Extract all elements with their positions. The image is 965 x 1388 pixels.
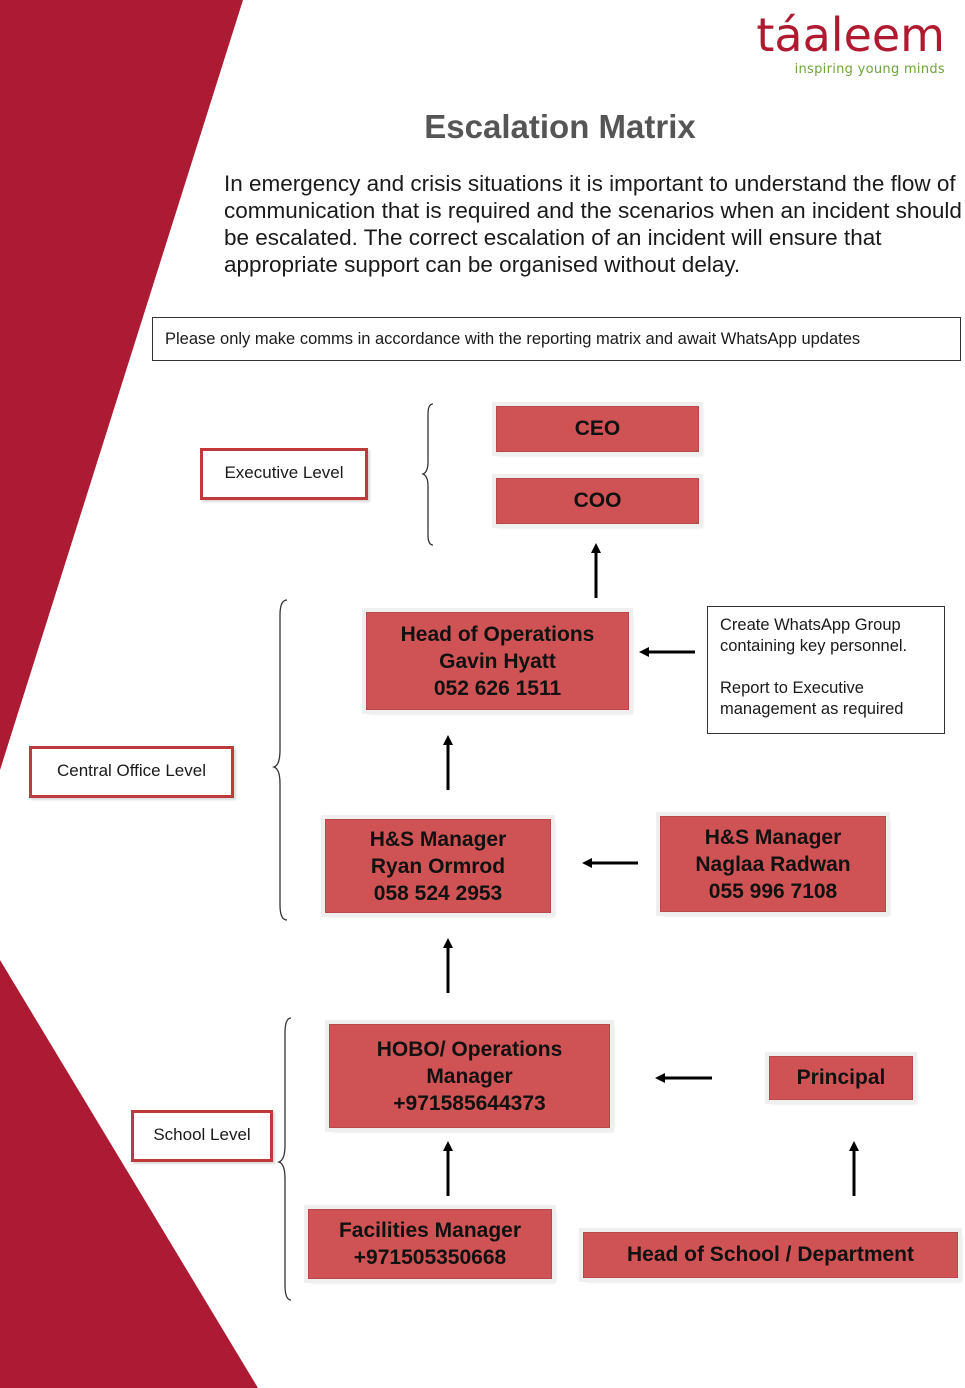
hobo-line-1: HOBO/ Operations xyxy=(376,1037,563,1061)
whatsapp-note: Create WhatsApp Group containing key per… xyxy=(707,606,945,734)
logo-wordmark: táaleem xyxy=(756,8,945,62)
hobo-operations-manager-box: HOBO/ Operations Manager +971585644373 xyxy=(325,1020,614,1132)
ceo-box: CEO xyxy=(492,402,703,456)
comms-notice: Please only make comms in accordance wit… xyxy=(152,317,961,361)
hs-manager-ryan-box: H&S Manager Ryan Ormrod 058 524 2953 xyxy=(321,815,555,917)
note-line-2: Report to Executive management as requir… xyxy=(720,679,904,718)
school-level-label: School Level xyxy=(131,1110,273,1162)
top-red-triangle xyxy=(0,0,243,770)
executive-level-label: Executive Level xyxy=(200,448,368,500)
ceo-label: CEO xyxy=(574,417,621,440)
logo-tagline: inspiring young minds xyxy=(794,62,945,77)
central-office-level-label: Central Office Level xyxy=(29,746,234,798)
hobo-phone: +971585644373 xyxy=(393,1091,546,1115)
central-brace xyxy=(271,599,288,921)
hs-naglaa-name: Naglaa Radwan xyxy=(695,852,851,876)
head-of-school-label: Head of School / Department xyxy=(626,1243,915,1266)
bottom-red-triangle xyxy=(0,960,258,1388)
hs-naglaa-role: H&S Manager xyxy=(704,825,842,849)
head-ops-role: Head of Operations xyxy=(400,622,595,646)
central-level-text: Central Office Level xyxy=(57,761,206,780)
principal-box: Principal xyxy=(765,1052,917,1104)
executive-brace xyxy=(421,403,434,546)
page-title: Escalation Matrix xyxy=(424,108,696,145)
head-ops-phone: 052 626 1511 xyxy=(433,676,562,700)
executive-level-text: Executive Level xyxy=(224,463,344,482)
hs-manager-naglaa-box: H&S Manager Naglaa Radwan 055 996 7108 xyxy=(656,812,890,916)
note-line-1: Create WhatsApp Group containing key per… xyxy=(720,616,908,655)
facilities-phone: +971505350668 xyxy=(353,1246,507,1269)
facilities-manager-box: Facilities Manager +971505350668 xyxy=(304,1205,556,1283)
school-level-text: School Level xyxy=(153,1125,251,1144)
intro-paragraph: In emergency and crisis situations it is… xyxy=(224,171,962,277)
hs-ryan-role: H&S Manager xyxy=(369,827,507,851)
hobo-line-2: Manager xyxy=(426,1064,513,1088)
hs-naglaa-phone: 055 996 7108 xyxy=(708,879,838,903)
hs-ryan-name: Ryan Ormrod xyxy=(370,854,506,878)
head-of-operations-box: Head of Operations Gavin Hyatt 052 626 1… xyxy=(362,608,633,714)
school-brace xyxy=(276,1017,292,1301)
coo-box: COO xyxy=(492,474,703,528)
facilities-role: Facilities Manager xyxy=(338,1219,522,1242)
principal-label: Principal xyxy=(796,1066,886,1089)
head-ops-name: Gavin Hyatt xyxy=(439,649,556,673)
hs-ryan-phone: 058 524 2953 xyxy=(373,881,503,905)
coo-label: COO xyxy=(573,489,622,512)
head-of-school-box: Head of School / Department xyxy=(579,1228,962,1282)
taaleem-logo: táaleem inspiring young minds xyxy=(756,10,945,77)
